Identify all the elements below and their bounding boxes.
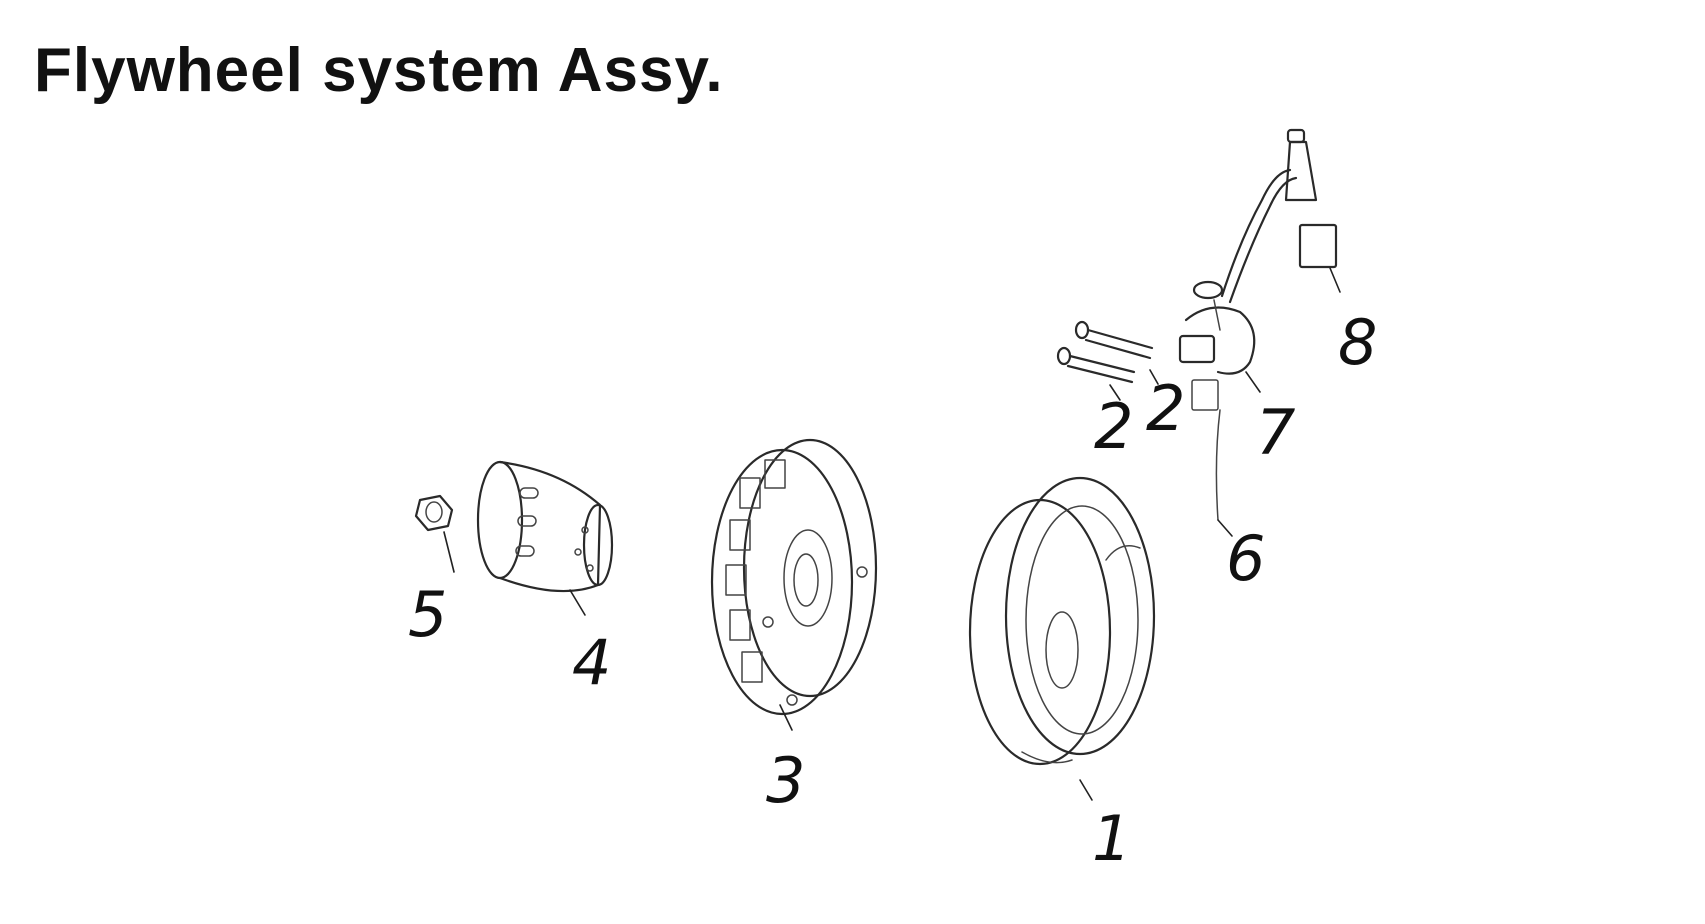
part-2-screws [1056, 320, 1154, 384]
callout-5: 5 [408, 578, 447, 651]
callout-4: 4 [572, 626, 611, 699]
callout-8: 8 [1338, 306, 1377, 379]
callout-6: 6 [1226, 522, 1265, 595]
callout-2-right: 2 [1146, 372, 1185, 445]
part-8-spark-plug-lead [1220, 128, 1338, 304]
part-4-starter-cup [476, 460, 614, 593]
callout-3: 3 [766, 744, 805, 817]
diagram-title: Flywheel system Assy. [34, 36, 724, 105]
callout-2-left: 2 [1094, 390, 1133, 463]
leader-lines [443, 267, 1341, 801]
part-6-lead-wire [1215, 409, 1221, 521]
part-7-ignition-coil [1178, 280, 1256, 411]
part-1-stator-ring [968, 476, 1156, 766]
callout-7: 7 [1256, 396, 1295, 469]
part-5-hex-nut [414, 494, 454, 532]
callout-1: 1 [1092, 802, 1131, 875]
part-3-flywheel [710, 438, 878, 716]
